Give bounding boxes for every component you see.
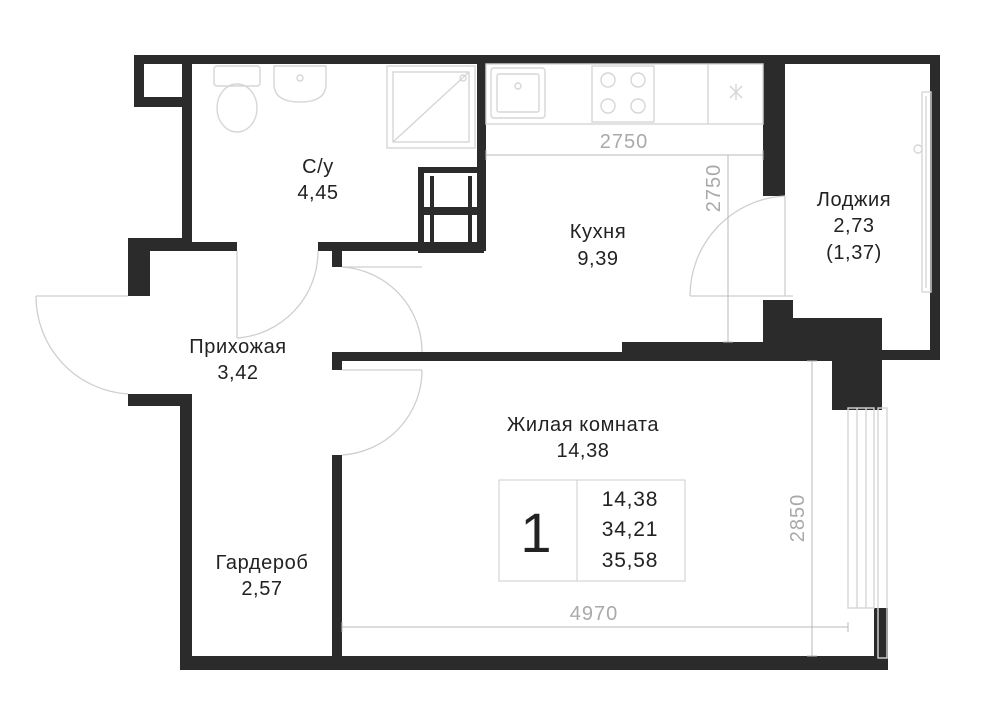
dimension-lines	[341, 150, 849, 657]
walls	[128, 55, 940, 670]
kitchen-depth-dimension: 2750	[703, 164, 725, 213]
bathroom-fixtures	[213, 65, 484, 253]
room-area: 2,73	[833, 215, 874, 237]
room-name: Лоджия	[817, 189, 891, 211]
living-depth-dimension: 2850	[787, 494, 809, 543]
room-name: С/у	[302, 156, 334, 178]
room-label-bathroom: С/у 4,45	[297, 156, 338, 204]
doors	[35, 195, 793, 456]
room-name: Кухня	[570, 221, 627, 243]
living-width-dimension: 4970	[570, 603, 619, 625]
room-name: Гардероб	[216, 552, 309, 574]
room-count: 1	[520, 501, 551, 564]
room-label-loggia: Лоджия 2,73 (1,37)	[817, 189, 891, 264]
windows	[847, 91, 932, 659]
kitchen-width-dimension: 2750	[600, 131, 649, 153]
ventilation-icon	[729, 84, 743, 100]
stove-icon	[591, 65, 655, 123]
room-area-reduced: (1,37)	[826, 242, 882, 264]
room-label-wardrobe: Гардероб 2,57	[216, 552, 309, 600]
room-label-living-room: Жилая комната 14,38	[507, 414, 660, 462]
area-summary-box: 1 14,38 34,21 35,58	[498, 479, 686, 582]
room-area: 2,57	[241, 578, 282, 600]
room-area: 3,42	[217, 362, 258, 384]
room-name: Прихожая	[189, 336, 286, 358]
washing-machine-icon	[418, 167, 484, 253]
shower-icon	[386, 65, 476, 149]
living-area-value: 14,38	[602, 488, 659, 511]
kitchen-fixtures	[485, 63, 764, 125]
sink-icon	[273, 65, 327, 103]
toilet-icon	[213, 65, 261, 133]
room-label-hallway: Прихожая 3,42	[189, 336, 286, 384]
kitchen-sink-icon	[490, 67, 546, 119]
total-area-value: 34,21	[602, 518, 659, 541]
room-label-kitchen: Кухня 9,39	[570, 221, 627, 270]
total-area-with-loggia-value: 35,58	[602, 549, 659, 572]
room-area: 14,38	[556, 440, 609, 462]
room-name: Жилая комната	[507, 414, 660, 436]
room-area: 9,39	[577, 248, 618, 270]
room-area: 4,45	[297, 182, 338, 204]
